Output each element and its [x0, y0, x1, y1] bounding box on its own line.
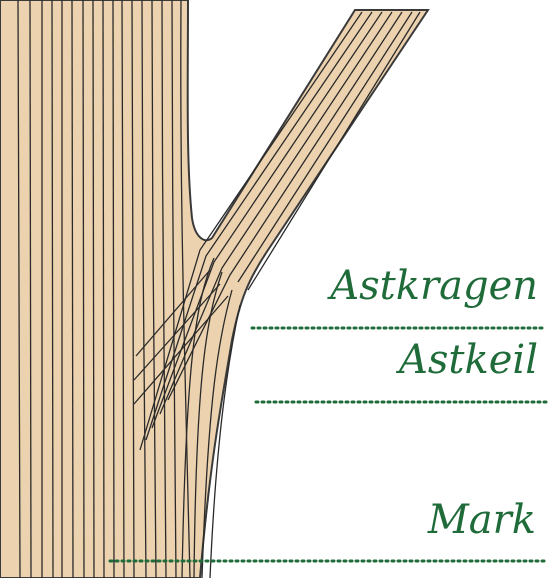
label-astkeil: Astkeil [399, 340, 538, 380]
label-astkragen: Astkragen [330, 266, 538, 306]
label-mark: Mark [428, 500, 536, 540]
